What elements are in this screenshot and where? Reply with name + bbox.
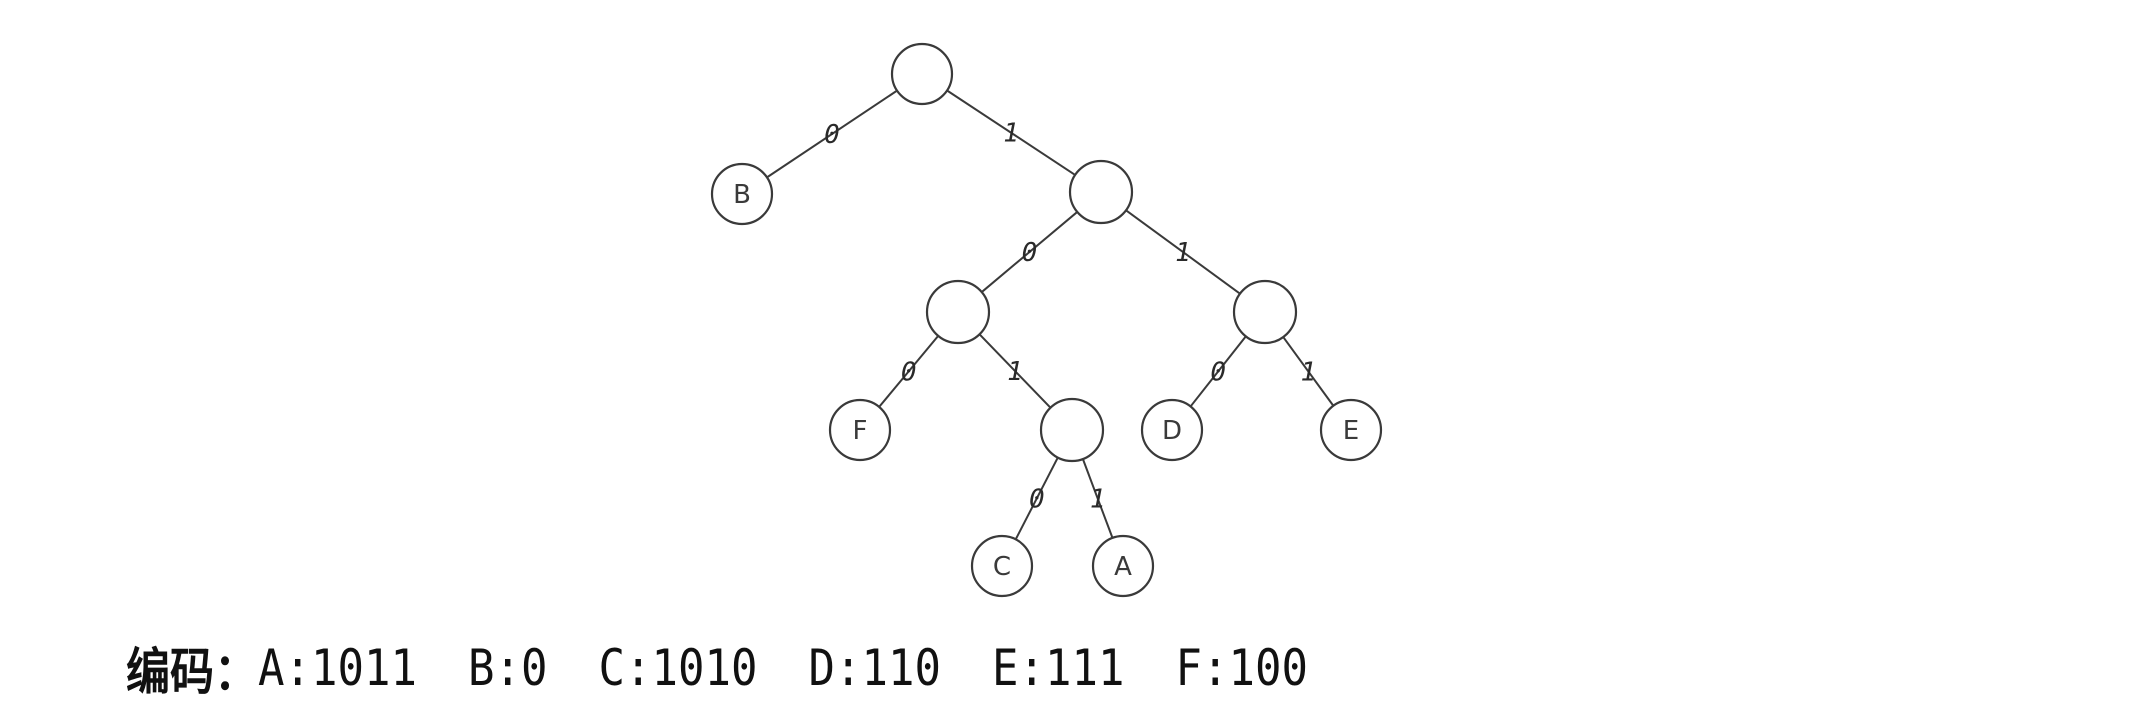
edge-n10-n101: [978, 333, 1052, 409]
node-label: A: [1114, 552, 1132, 582]
tree-node-root: [890, 42, 954, 106]
tree-node-n11: [1232, 279, 1298, 345]
node-label: F: [853, 416, 868, 446]
tree-node-B: B: [710, 162, 774, 226]
edge-n11-D: [1189, 335, 1247, 408]
node-circle: [1068, 159, 1134, 225]
tree-edges: 0 1 0 1 0 1 0 1 0 1: [766, 89, 1335, 540]
tree-nodes: B F D E C A: [710, 42, 1383, 598]
edge-bit-label: 0: [901, 357, 917, 387]
node-circle: [710, 162, 774, 226]
node-circle: [970, 534, 1034, 598]
node-label: B: [733, 180, 751, 210]
edge-bit-label: 0: [1029, 484, 1045, 514]
tree-node-n1: [1068, 159, 1134, 225]
node-circle: [1039, 397, 1105, 463]
node-label: C: [993, 552, 1011, 582]
edge-n1-n10: [981, 211, 1078, 293]
node-circle: [1232, 279, 1298, 345]
tree-node-D: D: [1140, 398, 1204, 462]
edge-bit-label: 0: [824, 120, 840, 150]
edge-root-n1: [946, 89, 1076, 176]
tree-node-C: C: [970, 534, 1034, 598]
encoding-prefix: 编码：: [126, 643, 258, 701]
tree-node-E: E: [1319, 398, 1383, 462]
node-circle: [1319, 398, 1383, 462]
node-label: E: [1343, 416, 1359, 446]
edge-n10-F: [878, 335, 939, 408]
encoding-line: 编码： A:1011 B:0 C:1010 D:110 E:111 F:100: [126, 628, 1359, 708]
node-circle: [1091, 534, 1155, 598]
tree-node-n10: [925, 279, 991, 345]
edge-root-B: [766, 89, 898, 179]
edge-n1-n11: [1125, 209, 1241, 295]
edge-n11-E: [1282, 336, 1335, 407]
edge-n101-A: [1081, 458, 1114, 539]
code-c: C:1010: [598, 639, 758, 697]
node-circle: [1140, 398, 1204, 462]
edge-n101-C: [1014, 457, 1059, 540]
edge-bit-label: 1: [1300, 357, 1316, 387]
node-circle: [828, 398, 892, 462]
code-f: F:100: [1175, 639, 1308, 697]
tree-node-A: A: [1091, 534, 1155, 598]
code-b: B:0: [467, 639, 548, 697]
code-a: A:1011: [258, 639, 417, 697]
edge-bit-label: 0: [1022, 238, 1038, 268]
tree-node-n101: [1039, 397, 1105, 463]
tree-node-F: F: [828, 398, 892, 462]
node-circle: [890, 42, 954, 106]
edge-bit-label: 1: [1007, 357, 1023, 387]
edge-bit-label: 1: [1090, 484, 1106, 514]
code-e: E:111: [991, 639, 1125, 697]
node-label: D: [1162, 416, 1182, 446]
code-d: D:110: [808, 639, 941, 697]
node-circle: [925, 279, 991, 345]
edge-bit-label: 0: [1210, 357, 1226, 387]
edge-bit-label: 1: [1175, 238, 1191, 268]
edge-bit-label: 1: [1003, 119, 1019, 149]
